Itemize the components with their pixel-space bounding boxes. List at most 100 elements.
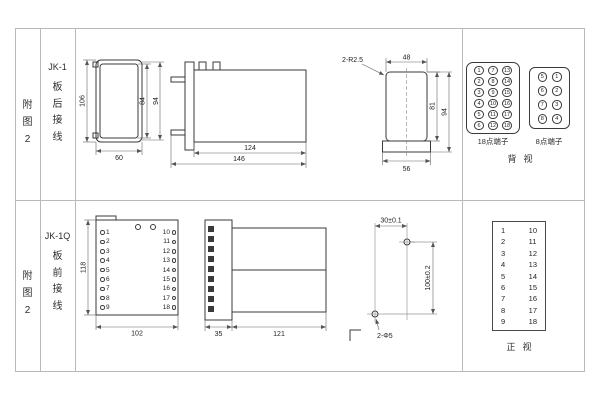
frame-middle-line — [15, 200, 585, 201]
terminal-number-circle: 3 — [552, 100, 562, 110]
rear-view-label: 背视 — [507, 154, 540, 164]
terminal-map-number: 10 — [528, 226, 537, 235]
terminal-row: 12 — [148, 248, 176, 255]
dim-60: 60 — [115, 155, 123, 162]
terminal-number: 2 — [106, 238, 110, 246]
jk1q-side-view-dim-lines — [204, 312, 327, 331]
terminal-number: 15 — [162, 275, 170, 283]
terminal-row: 3 — [100, 248, 110, 255]
mounting-dim-lines — [375, 224, 437, 331]
note-corner-radius: 2-R2.5 — [342, 57, 363, 64]
terminal-map-number: 12 — [528, 248, 537, 258]
terminal-screw-icon — [171, 277, 176, 282]
terminal-number-circle: 3 — [474, 87, 484, 98]
jk1-side-view-dim-lines — [170, 135, 307, 168]
terminal-number-circle: 4 — [552, 114, 562, 124]
mounting-hole-drawing: 30±0.1 100±0.2 2-Φ5 — [349, 218, 437, 341]
dim-146: 146 — [233, 156, 245, 163]
dim-118: 118 — [81, 262, 88, 273]
terminal-map-number: 15 — [528, 282, 537, 292]
terminal-number: 16 — [162, 285, 170, 293]
jk1-cutout-dim-lines — [361, 58, 452, 165]
terminal-number: 5 — [106, 266, 110, 274]
jk1q-front-view-outline — [95, 215, 179, 316]
terminal-number-circle: 8 — [537, 114, 547, 124]
terminal-map-number: 14 — [528, 271, 537, 281]
dim-106: 106 — [80, 95, 87, 107]
terminal-row: 8 — [100, 295, 110, 302]
terminal-row: 5 — [100, 267, 110, 274]
terminal-screw-icon — [171, 230, 176, 235]
terminal-map-number: 5 — [501, 271, 506, 281]
dim-94: 94 — [153, 97, 160, 105]
terminal-number-circle: 7 — [537, 100, 547, 110]
dim-30: 30±0.1 — [380, 218, 401, 225]
terminal-map-number: 9 — [501, 317, 506, 326]
terminal-row: 18 — [148, 304, 176, 311]
terminal-screw-icon — [100, 258, 105, 263]
terminal-row: 11 — [148, 238, 176, 245]
terminal-number: 10 — [162, 229, 170, 236]
terminal-screw-icon — [100, 249, 105, 254]
terminal-row: 4 — [100, 257, 110, 264]
terminal-map-number: 4 — [501, 260, 506, 270]
terminal-number-circle: 16 — [502, 98, 512, 109]
terminal-map-number: 17 — [528, 305, 537, 315]
dim-35: 35 — [215, 331, 223, 338]
terminal-row: 7 — [100, 285, 110, 292]
terminal-number-circle: 18 — [502, 120, 512, 131]
terminal-map-number: 3 — [501, 248, 506, 258]
terminal-number-circle: 11 — [488, 109, 498, 120]
jk1-front-view-dim-lines — [83, 59, 164, 155]
terminal-map-number: 8 — [501, 305, 506, 315]
terminal-map-number: 18 — [528, 317, 537, 326]
mounting-hole-outline — [349, 238, 411, 341]
terminal-number-circle: 17 — [502, 109, 512, 120]
jk1-front-view-outline — [92, 59, 143, 143]
jk1q-front-view-dim-lines — [84, 219, 179, 330]
terminal-map-number: 2 — [501, 237, 506, 247]
terminal-number-circle: 12 — [488, 120, 498, 131]
terminal-screw-icon — [171, 305, 176, 310]
frame-divider-2 — [75, 28, 76, 372]
terminal-number: 17 — [162, 294, 170, 302]
terminal-screw-icon — [171, 249, 176, 254]
note-hole-diameter: 2-Φ5 — [377, 333, 393, 340]
terminal-number-circle: 13 — [502, 65, 512, 76]
terminal-screw-icon — [171, 295, 176, 301]
terminal-number: 9 — [106, 304, 110, 311]
front-terminal-column-left: 1 2 3 4 5 6 7 8 9 — [100, 229, 110, 311]
jk1q-side-view-drawing: 35 121 — [204, 219, 327, 338]
terminal-screw-icon — [171, 239, 176, 245]
terminal-row: 1 — [100, 229, 110, 236]
terminal-screw-icon — [100, 230, 105, 235]
terminal-number-circle: 6 — [537, 86, 547, 96]
terminal-row: 2 — [100, 238, 110, 245]
dim-84: 84 — [140, 97, 147, 105]
row1-model-label: JK-1 — [48, 62, 67, 72]
terminal-row: 10 — [148, 229, 176, 236]
front-view-label: 正视 — [506, 342, 539, 352]
terminal-number-circle: 1 — [474, 65, 484, 76]
terminal-number-circle: 8 — [488, 76, 498, 87]
terminal-number-circle: 5 — [537, 72, 547, 82]
jk1-side-view-drawing: 124 146 — [170, 61, 307, 168]
terminal-number: 8 — [106, 294, 110, 302]
terminal-row: 13 — [148, 257, 176, 264]
terminal-screw-icon — [100, 239, 105, 245]
terminal-number-circle: 2 — [474, 76, 484, 87]
jk1q-side-view-outline — [204, 219, 327, 321]
terminal-18-label: 18点端子 — [477, 137, 509, 146]
terminal-number-circle: 15 — [502, 87, 512, 98]
terminal-number: 14 — [162, 266, 170, 274]
terminal-screw-icon — [100, 295, 105, 301]
row1-figure-number: 附 图 2 — [22, 100, 33, 145]
terminal-number-circle: 7 — [488, 65, 498, 76]
frame-divider-3 — [462, 28, 463, 372]
terminal-number: 7 — [106, 285, 110, 293]
terminal-number: 12 — [162, 247, 170, 255]
terminal-screw-icon — [171, 267, 176, 273]
